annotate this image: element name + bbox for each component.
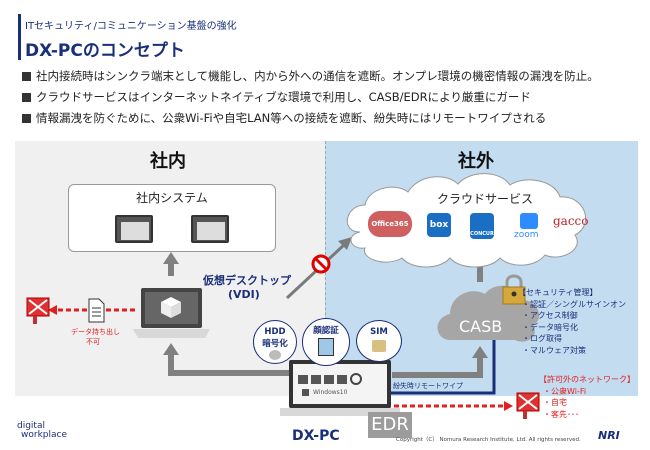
- lock-icon: [502, 274, 526, 305]
- inside-zone-label: 社内: [150, 151, 186, 172]
- hdd-encryption-bubble: HDD 暗号化: [253, 320, 297, 364]
- remote-wipe-label: 紛失時リモートワイプ: [393, 382, 463, 390]
- unauthorized-network-list: 【許可外のネットワーク】 ・公衆Wi-Fi ・自宅 ・客先･･･: [539, 375, 635, 419]
- windows-label: Windows10: [313, 389, 348, 396]
- box-logo: box: [427, 213, 451, 237]
- copyright-text: Copyright（C） Nomura Research Institute, …: [396, 437, 581, 443]
- bullet-item: クラウドサービスはインターネットネイティブな環境で利用し、CASB/EDRにより…: [22, 87, 599, 108]
- office365-logo: Office365: [368, 211, 412, 237]
- nri-logo: NRI: [598, 429, 620, 442]
- bullet-square-icon: [22, 114, 31, 123]
- blocked-device-icon: [26, 297, 50, 324]
- arrow-dxpc-to-vdi: [163, 343, 290, 376]
- prohibited-icon: [311, 254, 331, 274]
- sim-chip-icon: [372, 340, 386, 352]
- data-takeout-label: データ持ち出し: [71, 328, 120, 336]
- document-icon: [88, 298, 105, 323]
- blocked-network-dotted-arrow: [370, 401, 513, 411]
- hdd-icon: [269, 350, 281, 360]
- edr-label: EDR: [368, 412, 412, 438]
- vdi-label: 仮想デスクトップ: [203, 274, 291, 287]
- face-auth-bubble: 顔認証: [302, 318, 350, 366]
- bullet-list: 社内接続時はシンクラ端末として機能し、内から外への通信を遮断。オンプレ環境の機密…: [22, 66, 599, 129]
- bullet-item: 情報漏洩を防ぐために、公衆Wi-Fiや自宅LAN等への接続を遮断、紛失時にはリモ…: [22, 108, 599, 129]
- dxpc-laptop-icon: [280, 360, 400, 416]
- internal-system-box: 社内システム: [68, 184, 276, 252]
- cloud-services-label: クラウドサービス: [437, 192, 534, 206]
- zoom-logo: zoom: [514, 230, 539, 240]
- face-icon: [318, 338, 334, 356]
- concur-logo: CONCUR: [470, 213, 494, 239]
- vdi-laptop-icon: [133, 288, 210, 338]
- digital-workplace-logo: digital workplace: [17, 421, 67, 440]
- bullet-item: 社内接続時はシンクラ端末として機能し、内から外への通信を遮断。オンプレ環境の機密…: [22, 66, 599, 87]
- blocked-network-device-icon: [516, 392, 540, 419]
- gacco-logo: gacco: [553, 214, 589, 228]
- internal-system-label: 社内システム: [136, 191, 208, 205]
- arrow-dxpc-to-casb: [392, 346, 488, 378]
- security-management-list: 【セキュリティ管理】 ・認証／シングルサインオン ・アクセス制御 ・データ暗号化…: [518, 288, 626, 355]
- dxpc-label: DX-PC: [292, 428, 340, 444]
- casb-label: CASB: [459, 317, 503, 336]
- bullet-square-icon: [22, 93, 31, 102]
- data-takeout-sublabel: 不可: [86, 338, 100, 346]
- page-subtitle: ITセキュリティ/コミュニケーション基盤の強化: [25, 21, 237, 32]
- outside-zone-label: 社外: [458, 151, 494, 172]
- title-accent-bar: [18, 14, 21, 60]
- sim-bubble: SIM: [356, 320, 402, 362]
- cloud-shape: [346, 173, 587, 268]
- zoom-camera-icon: [520, 213, 538, 229]
- app-window-icon: [115, 215, 153, 243]
- app-window-icon: [191, 215, 229, 243]
- bullet-square-icon: [22, 72, 31, 81]
- vdi-sub-label: (VDI): [228, 288, 260, 301]
- arrow-to-internal-system: [163, 252, 179, 276]
- page-title: DX-PCのコンセプト: [25, 41, 185, 61]
